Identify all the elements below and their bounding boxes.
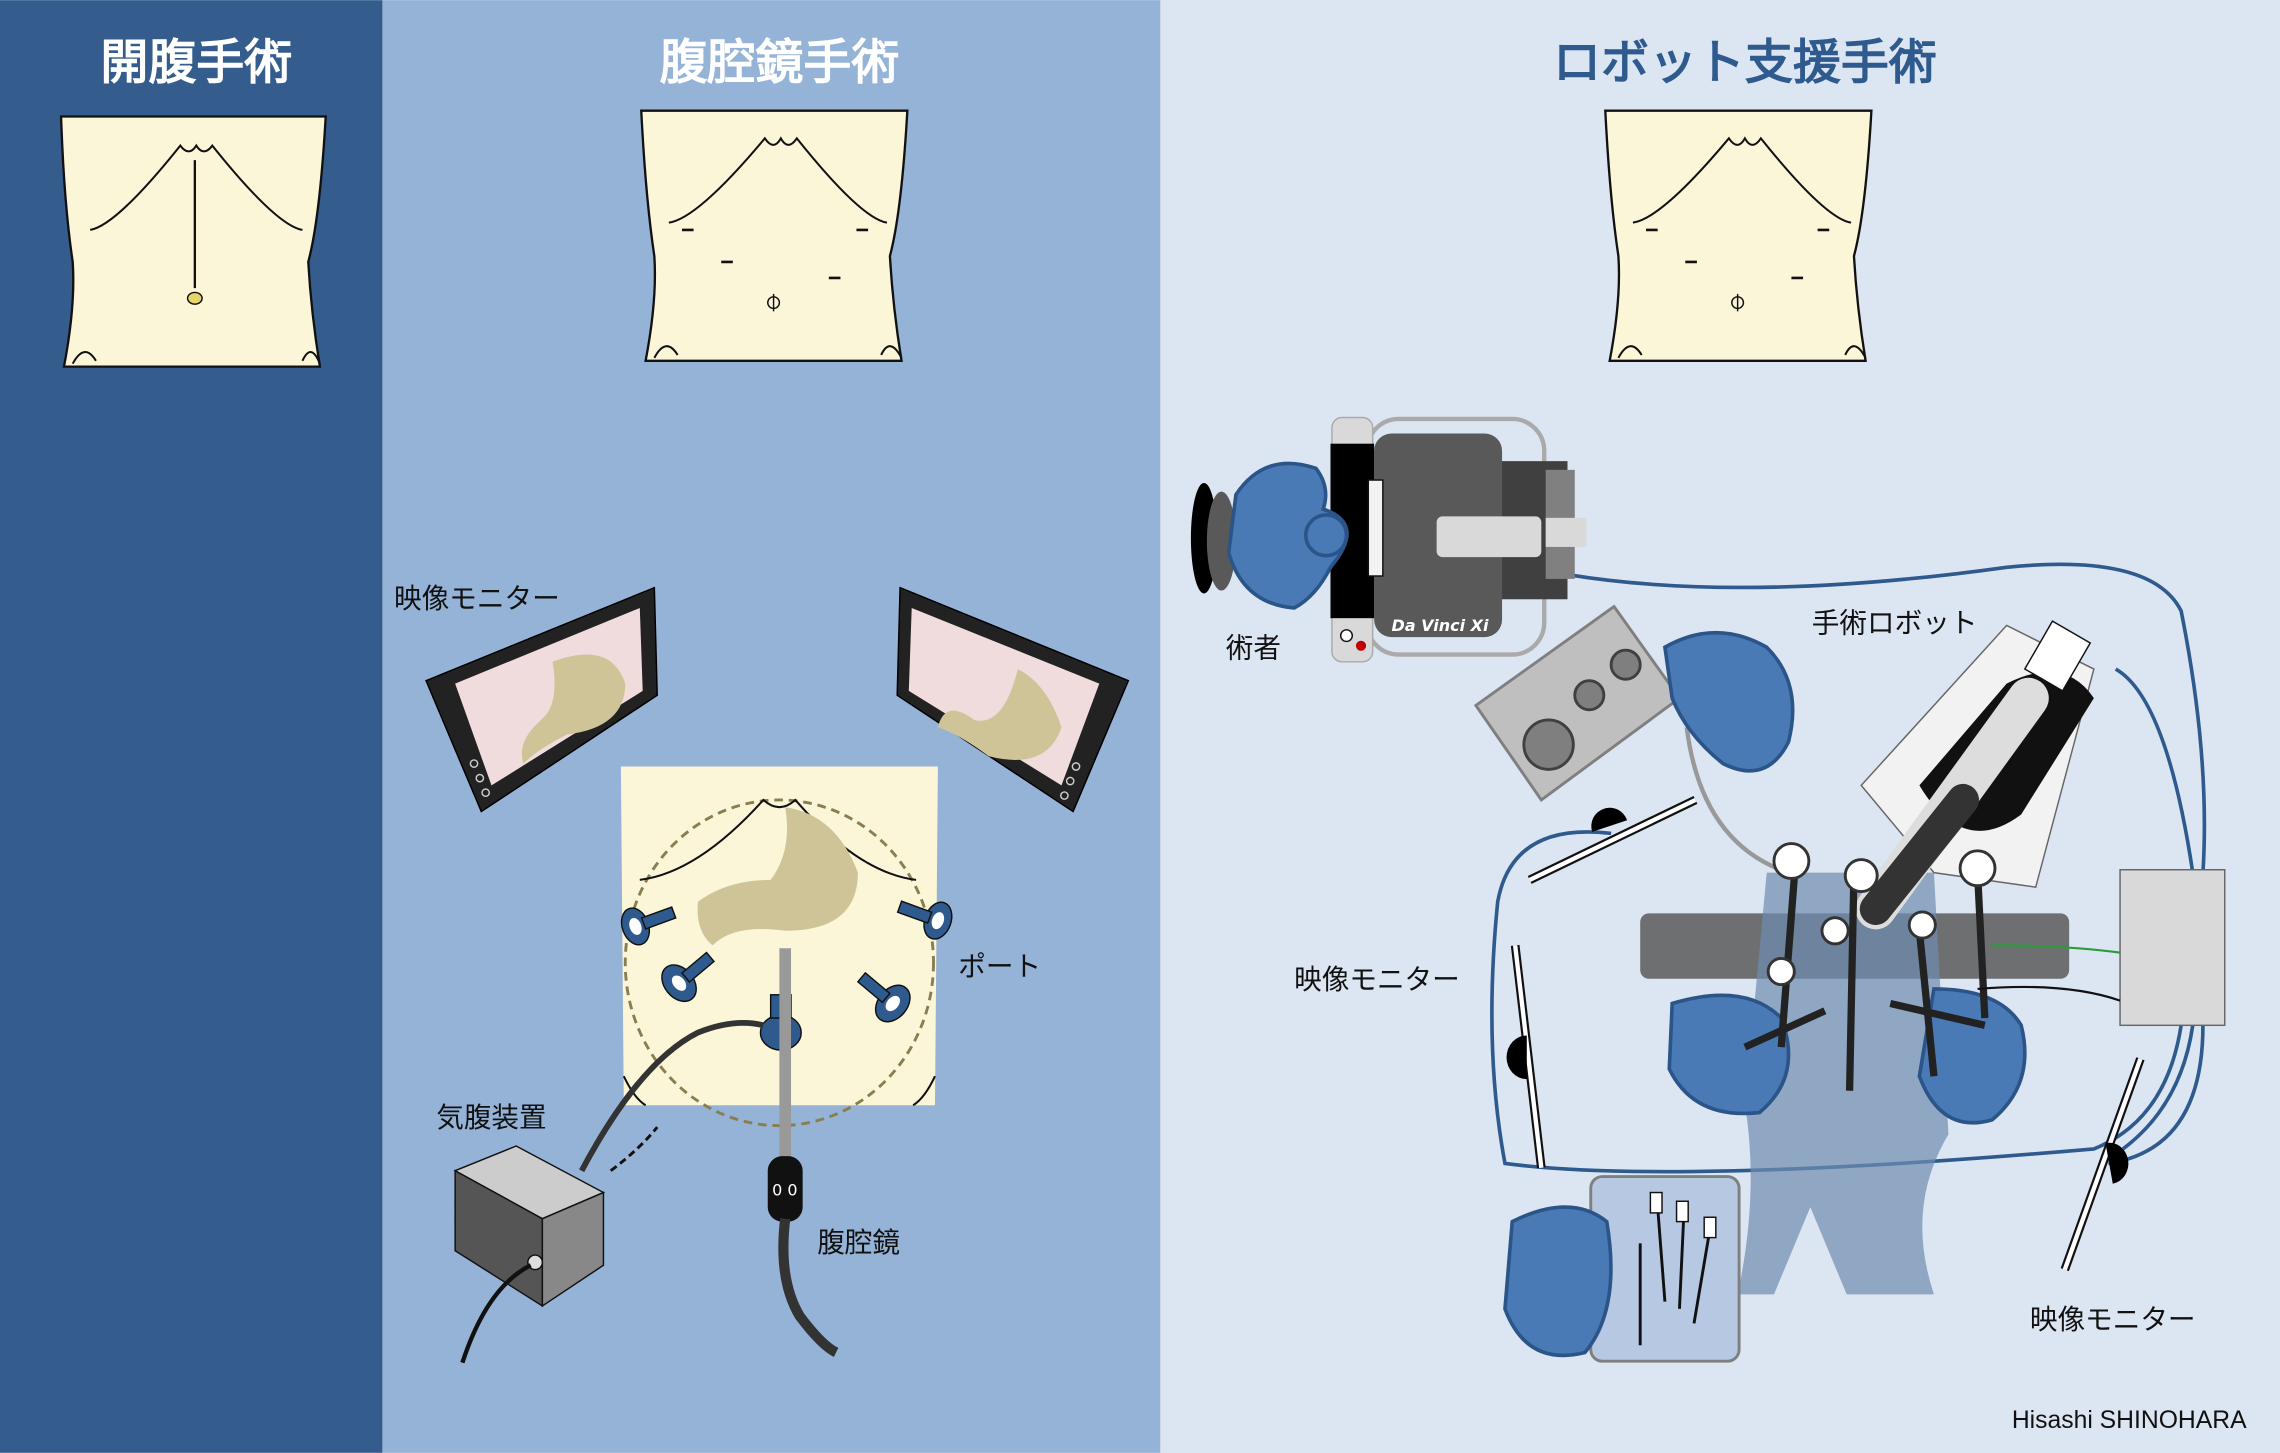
assistant-figure-top: [1662, 631, 1795, 773]
label-monitor: 映像モニター: [394, 582, 560, 615]
torso-open-incision: [59, 115, 327, 368]
torso-laparoscopic-ports: [640, 109, 909, 362]
label-port: ポート: [958, 950, 1041, 983]
abdomen-closeup: [620, 766, 938, 1128]
open-surgery-title: 開腹手術: [100, 35, 292, 91]
credit: Hisashi SHINOHARA: [2012, 1407, 2247, 1434]
console-brand: Da Vinci Xi: [1392, 616, 1489, 635]
label-laparoscope: 腹腔鏡: [817, 1226, 900, 1259]
robotic-title: ロボット支援手術: [1553, 35, 1937, 91]
label-monitor-left: 映像モニター: [1294, 963, 1460, 996]
label-robot: 手術ロボット: [1812, 607, 1978, 640]
insufflator: [453, 1019, 765, 1364]
laparoscopic-title: 腹腔鏡手術: [659, 35, 899, 91]
instrument-tray: [1503, 1175, 1741, 1363]
label-monitor-right: 映像モニター: [2030, 1303, 2196, 1336]
surgeon-figure: [1190, 461, 1349, 610]
label-surgeon: 術者: [1226, 631, 1281, 664]
laparoscope: 0 0: [767, 948, 839, 1358]
patient-cart-robot: [1743, 620, 2095, 1091]
surgeon-console: Da Vinci Xi: [1330, 416, 1587, 663]
label-insufflator: 気腹装置: [436, 1101, 546, 1134]
monitor-left: [425, 586, 658, 813]
monitor-right: [896, 586, 1130, 813]
monitor-robot-left: [1506, 944, 1546, 1169]
svg-text:0 0: 0 0: [772, 1180, 797, 1199]
torso-robotic-ports: [1604, 109, 1873, 362]
vision-cart: [1473, 604, 1790, 875]
monitor-robot-right: [2060, 1057, 2145, 1272]
monitor-robot-top: [1527, 796, 1698, 884]
video-tower: [1977, 869, 2226, 1027]
